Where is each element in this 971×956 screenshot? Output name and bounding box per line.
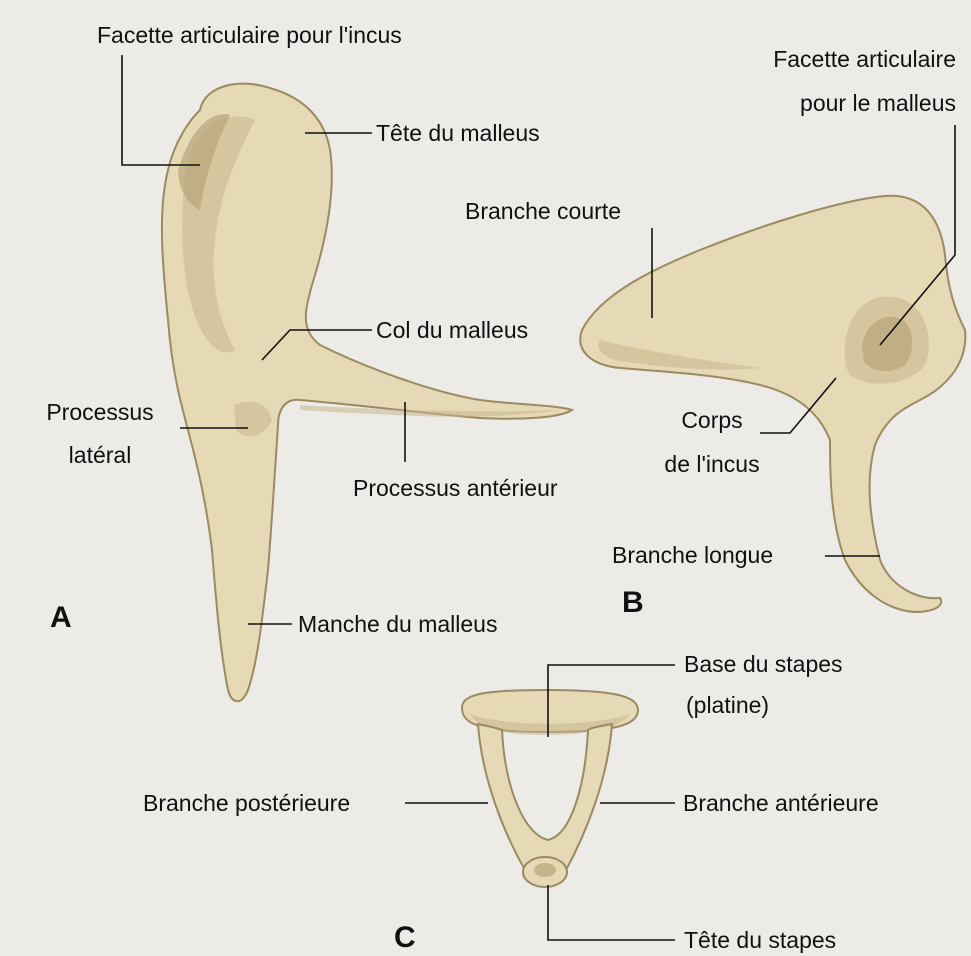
label-tete-stapes: Tête du stapes <box>684 927 836 953</box>
label-branche-longue: Branche longue <box>612 542 773 568</box>
figure-letter-b: B <box>622 586 644 619</box>
stapes-bone <box>462 690 638 887</box>
label-facette-malleus-2: pour le malleus <box>800 90 956 116</box>
label-corps-incus-2: de l'incus <box>664 451 759 477</box>
label-processus-lateral-1: Processus <box>46 399 153 425</box>
label-branche-anterieure: Branche antérieure <box>683 790 879 816</box>
label-col-malleus: Col du malleus <box>376 317 528 343</box>
figure-letter-a: A <box>50 601 72 634</box>
label-corps-incus-1: Corps <box>681 407 742 433</box>
label-branche-posterieure: Branche postérieure <box>143 790 350 816</box>
leader-tete-stapes <box>548 885 675 940</box>
label-branche-courte: Branche courte <box>465 198 621 224</box>
label-base-stapes-1: Base du stapes <box>684 651 843 677</box>
label-tete-malleus: Tête du malleus <box>376 120 540 146</box>
label-processus-lateral-2: latéral <box>69 442 132 468</box>
label-manche-malleus: Manche du malleus <box>298 611 497 637</box>
malleus-bone <box>162 84 572 702</box>
label-base-stapes-2: (platine) <box>686 692 769 718</box>
figure-letter-c: C <box>394 921 416 954</box>
label-processus-anterieur: Processus antérieur <box>353 475 558 501</box>
label-facette-malleus-1: Facette articulaire <box>773 46 956 72</box>
label-facette-incus: Facette articulaire pour l'incus <box>97 22 402 48</box>
